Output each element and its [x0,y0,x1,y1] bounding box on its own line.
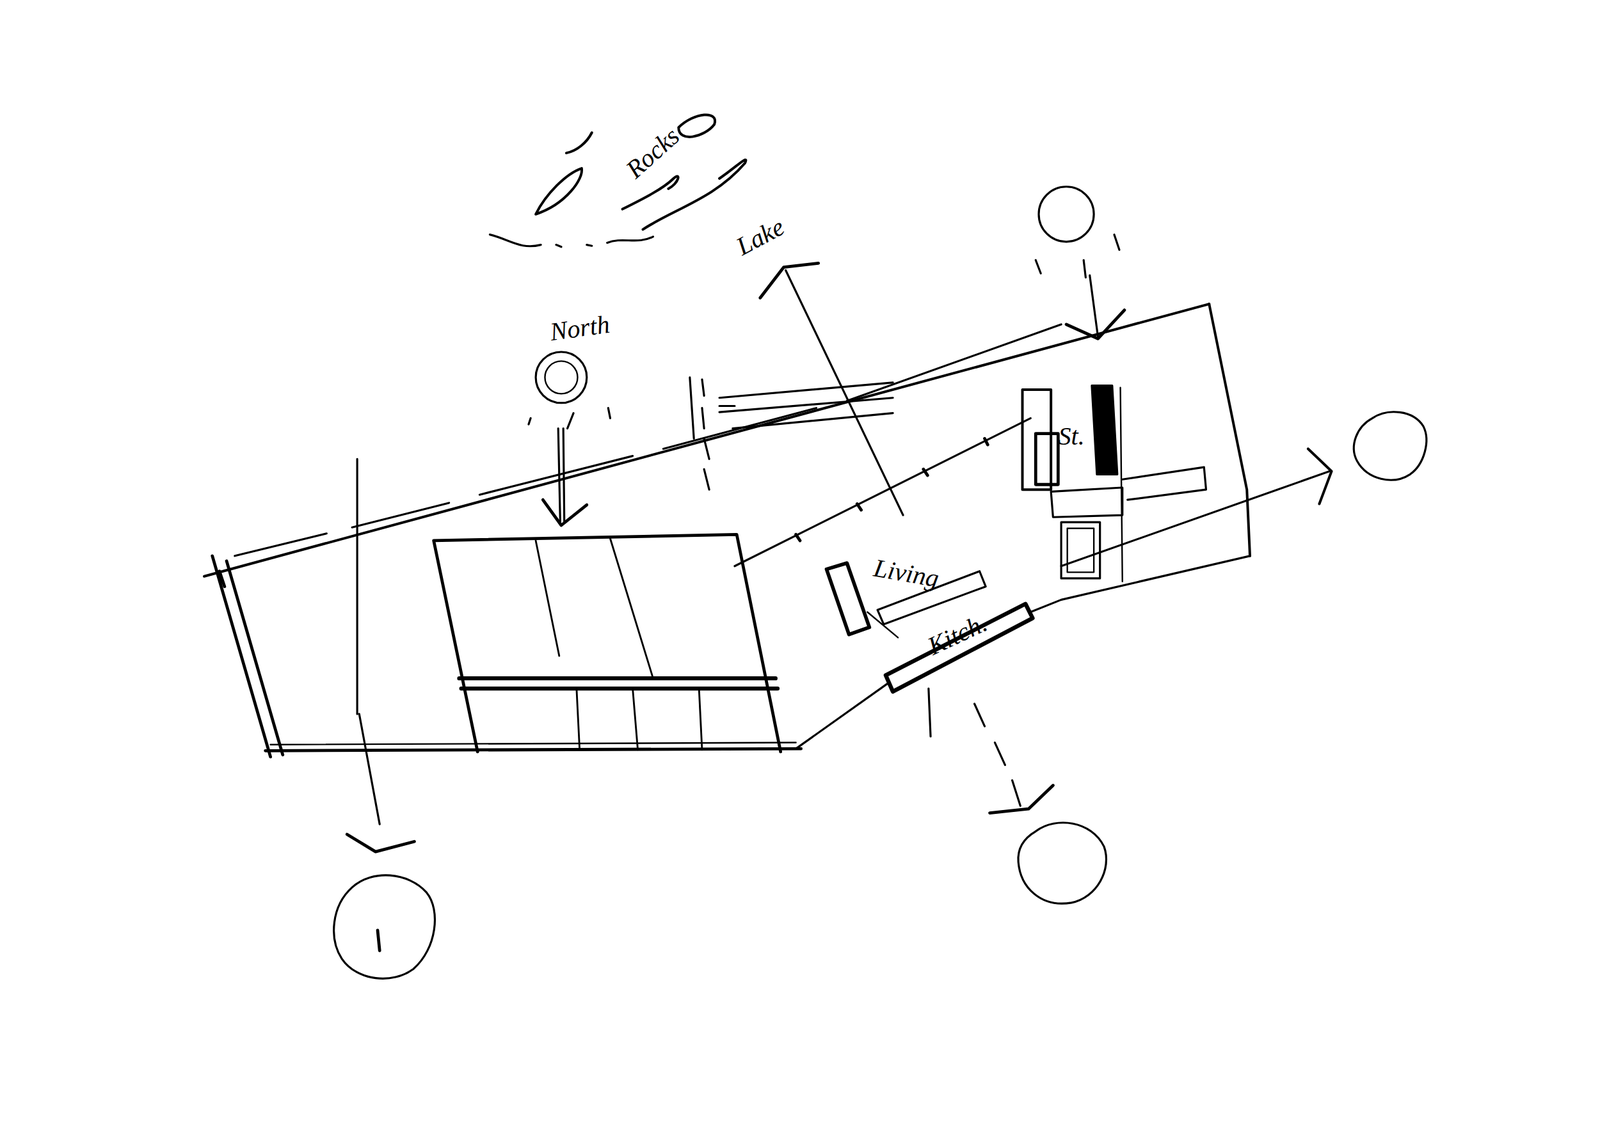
stair-label: St. [1056,422,1088,451]
living-label: Living [869,553,944,594]
kitchen-label: Kitch. [920,608,994,662]
lake-label: Lake [729,211,792,262]
north-label: North [545,310,614,348]
